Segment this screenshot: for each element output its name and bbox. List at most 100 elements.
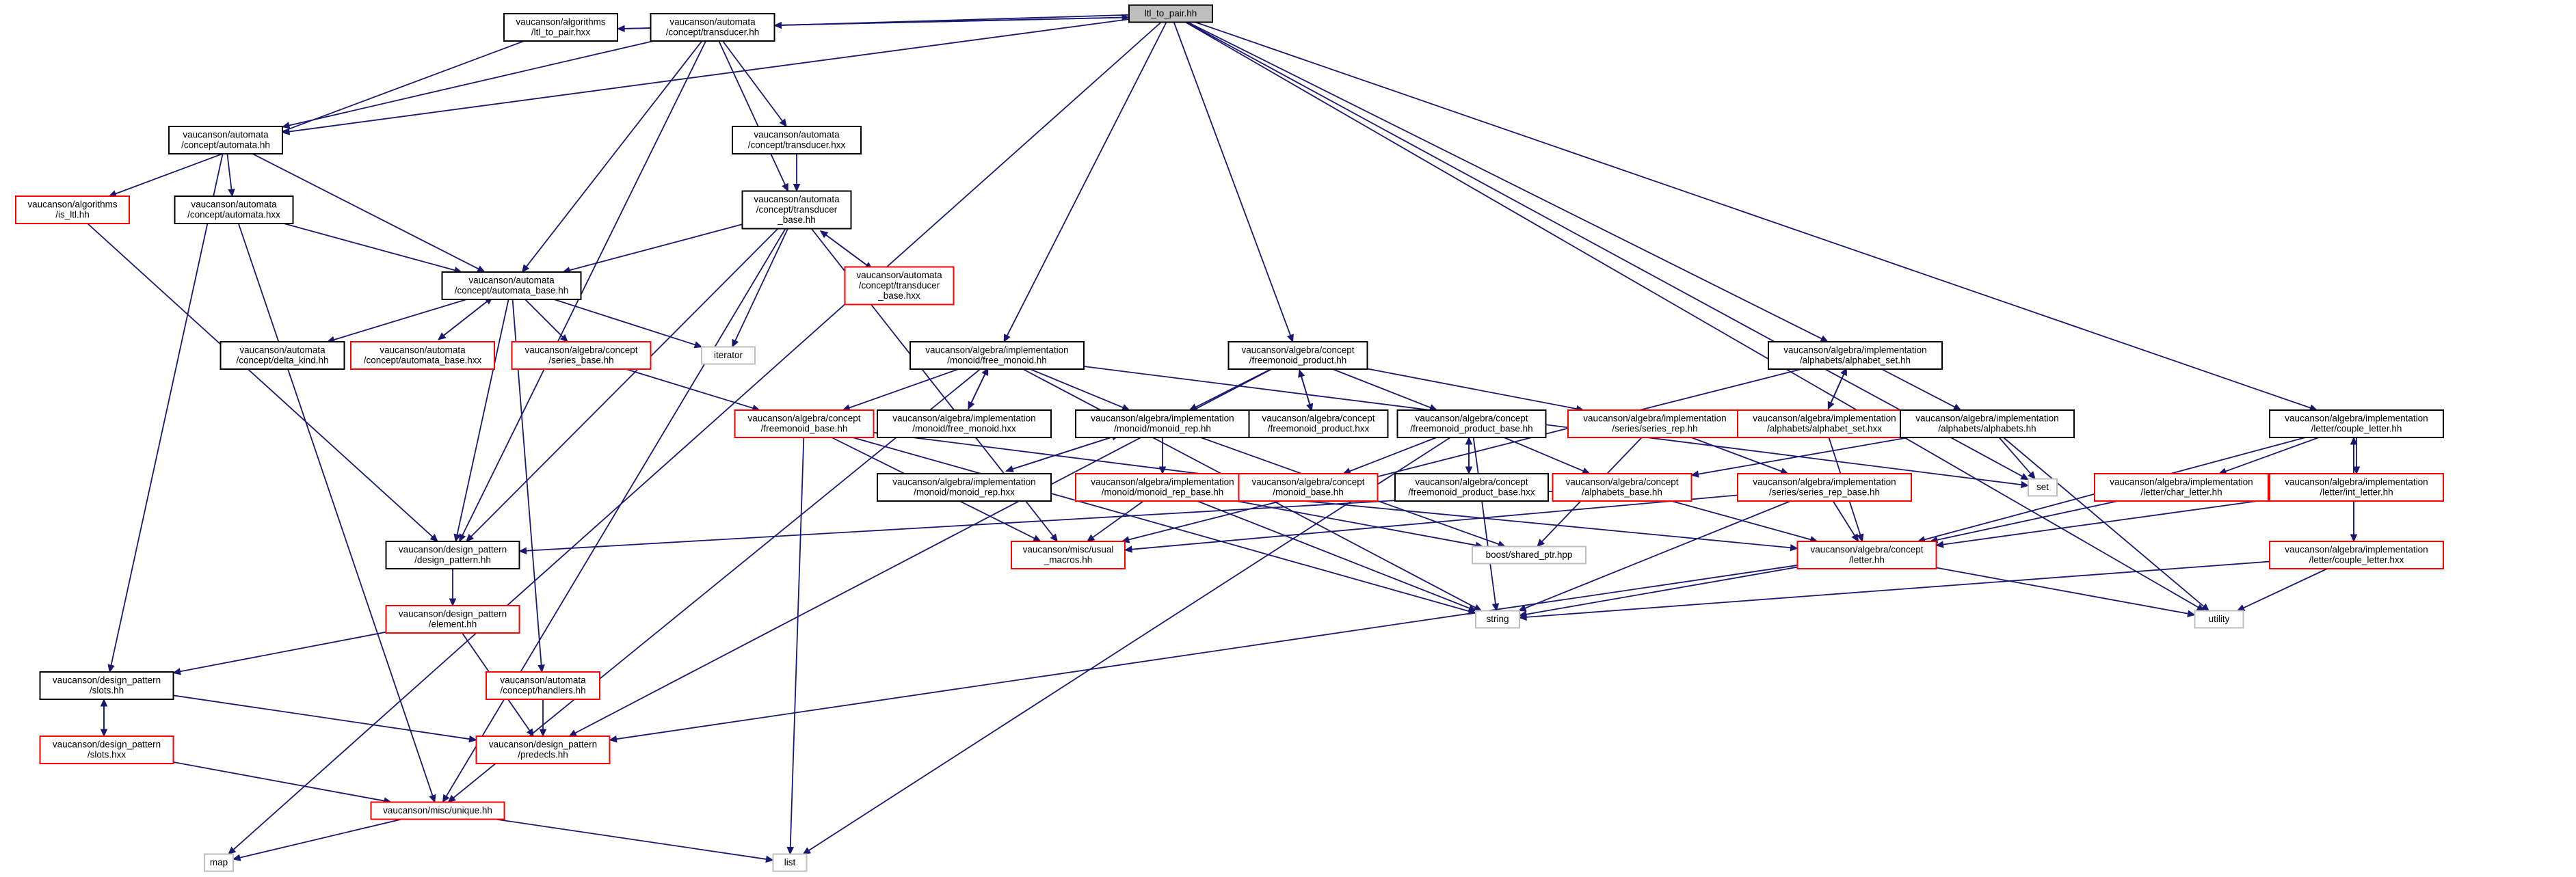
node-impl-monoid-rep-hh[interactable]: vaucanson/algebra/implementation/monoid/… bbox=[1075, 409, 1250, 438]
arrowhead-icon bbox=[2350, 436, 2358, 445]
arrowhead-icon bbox=[100, 698, 108, 707]
node-box bbox=[2194, 610, 2244, 629]
node-concept-freemonoid-base-hh[interactable]: vaucanson/algebra/concept/freemonoid_bas… bbox=[734, 409, 875, 438]
edge-line bbox=[825, 234, 873, 270]
node-box bbox=[2269, 409, 2444, 438]
node-box bbox=[1238, 473, 1379, 502]
node-letter-couple-letter-hh[interactable]: vaucanson/algebra/implementation/letter/… bbox=[2269, 409, 2444, 438]
edge-line bbox=[1195, 368, 1271, 408]
edge-line bbox=[1131, 494, 1738, 550]
node-label-line: vaucanson/misc/usual bbox=[1023, 545, 1114, 555]
edge-concept_alphabets_base_hh-to-design_pattern_hh bbox=[518, 490, 1553, 555]
edge-automata_automata_hh-to-automata_automata_hxx bbox=[226, 153, 235, 198]
node-concept-monoid-base-hh[interactable]: vaucanson/algebra/concept/monoid_base.hh bbox=[1238, 473, 1379, 502]
node-letter-char-letter-hh[interactable]: vaucanson/algebra/implementation/letter/… bbox=[2094, 473, 2269, 502]
node-alphabets-alphabet-set-hh[interactable]: vaucanson/algebra/implementation/alphabe… bbox=[1768, 341, 1943, 370]
edge-line bbox=[1005, 436, 1113, 472]
arrowhead-icon bbox=[453, 533, 461, 543]
node-root[interactable]: ltl_to_pair.hh bbox=[1128, 4, 1213, 23]
node-letter-int-letter-hh[interactable]: vaucanson/algebra/implementation/letter/… bbox=[2269, 473, 2444, 502]
node-box bbox=[741, 190, 852, 230]
arrowhead-icon bbox=[981, 367, 989, 377]
edge-impl_monoid_rep_hxx-to-impl_monoid_rep_hh bbox=[1005, 433, 1120, 472]
node-box bbox=[1075, 473, 1250, 502]
edge-line bbox=[1092, 500, 1144, 538]
edge-line bbox=[1936, 567, 2188, 615]
edge-concept_alphabets_base_hh-to-concept_letter_hh bbox=[1671, 500, 1818, 543]
node-dp-slots-hxx[interactable]: vaucanson/design_pattern/slots.hxx bbox=[39, 736, 174, 764]
node-automata-transducer-base-hh[interactable]: vaucanson/automata/concept/transducer_ba… bbox=[741, 190, 852, 230]
node-automata-automata-hxx[interactable]: vaucanson/automata/concept/automata.hxx bbox=[174, 195, 294, 224]
arrowhead-icon bbox=[1050, 533, 1059, 542]
node-alg-is-ltl-hh[interactable]: vaucanson/algorithms/is_ltl.hh bbox=[15, 195, 130, 224]
node-box bbox=[1475, 610, 1520, 629]
arrowhead-icon bbox=[1468, 604, 1477, 612]
node-label-line: /concept/delta_kind.hh bbox=[236, 355, 328, 366]
node-concept-freemonoid-product-base-hh[interactable]: vaucanson/algebra/concept/freemonoid_pro… bbox=[1396, 409, 1547, 438]
node-label-line: /monoid/free_monoid.hxx bbox=[912, 424, 1016, 434]
node-label-line: /freemonoid_product_base.hxx bbox=[1408, 487, 1535, 498]
edge-misc_unique_hh-to-map bbox=[232, 818, 402, 861]
edge-line bbox=[1128, 368, 1802, 541]
node-alphabets-alphabet-set-hxx[interactable]: vaucanson/algebra/implementation/alphabe… bbox=[1737, 409, 1912, 438]
node-dp-predecls-hh[interactable]: vaucanson/design_pattern/predecls.hh bbox=[475, 736, 611, 764]
node-automata-transducer-hh[interactable]: vaucanson/automata/concept/transducer.hh bbox=[650, 13, 775, 42]
node-label-line: /letter/couple_letter.hxx bbox=[2309, 555, 2404, 565]
node-label-line: /letter/couple_letter.hh bbox=[2311, 424, 2402, 434]
node-impl-monoid-rep-base-hh[interactable]: vaucanson/algebra/implementation/monoid/… bbox=[1075, 473, 1250, 502]
node-design-pattern-hh[interactable]: vaucanson/design_pattern/design_pattern.… bbox=[385, 541, 520, 569]
edge-automata_transducer_base_hh-to-automata_automata_base_hh bbox=[561, 224, 743, 274]
edge-alg_ltl_to_pair_hxx-to-alg_is_ltl_hh bbox=[108, 40, 525, 198]
node-label-line: /alphabets_base.hh bbox=[1582, 487, 1662, 498]
node-impl-monoid-rep-hxx[interactable]: vaucanson/algebra/implementation/monoid/… bbox=[877, 473, 1052, 502]
node-impl-series-rep-base-hh[interactable]: vaucanson/algebra/implementation/series/… bbox=[1737, 473, 1912, 502]
arrowhead-icon bbox=[1003, 334, 1011, 343]
node-label-line: vaucanson/algebra/implementation bbox=[1915, 414, 2058, 424]
node-alg-ltl-to-pair-hxx[interactable]: vaucanson/algorithms/ltl_to_pair.hxx bbox=[503, 13, 618, 42]
edge-line bbox=[1526, 566, 1798, 615]
edge-line bbox=[852, 437, 1470, 612]
node-dp-element-hh[interactable]: vaucanson/design_pattern/element.hh bbox=[385, 605, 520, 634]
node-label-line: vaucanson/design_pattern bbox=[53, 675, 161, 686]
node-label-line: vaucanson/automata bbox=[239, 345, 326, 355]
node-automata-automata-base-hxx[interactable]: vaucanson/automata/concept/automata_base… bbox=[350, 341, 495, 370]
node-misc-usual-macros-hh[interactable]: vaucanson/misc/usual_macros.hh bbox=[1011, 541, 1126, 569]
edge-letter_couple_letter_hh-to-letter_int_letter_hh bbox=[2352, 437, 2361, 475]
edge-line bbox=[173, 694, 470, 740]
node-letter-couple-letter-hxx[interactable]: vaucanson/algebra/implementation/letter/… bbox=[2269, 541, 2444, 569]
node-box bbox=[877, 409, 1052, 438]
node-impl-free-monoid-hh[interactable]: vaucanson/algebra/implementation/monoid/… bbox=[909, 341, 1085, 370]
edge-concept_letter_hh-to-dp_predecls_hh bbox=[609, 565, 1798, 743]
arrowhead-icon bbox=[568, 729, 578, 737]
node-box bbox=[1394, 473, 1549, 502]
arrowhead-icon bbox=[559, 334, 568, 342]
arrowhead-icon bbox=[107, 664, 115, 673]
node-label-line: /series/series_rep.hh bbox=[1612, 424, 1697, 434]
node-algebra-series-base-hh[interactable]: vaucanson/algebra/concept/series_base.hh bbox=[511, 341, 652, 370]
node-automata-transducer-hxx[interactable]: vaucanson/automata/concept/transducer.hx… bbox=[732, 126, 862, 154]
node-impl-series-rep-hh[interactable]: vaucanson/algebra/implementation/series/… bbox=[1567, 409, 1742, 438]
node-alphabets-alphabets-hh[interactable]: vaucanson/algebra/implementation/alphabe… bbox=[1900, 409, 2075, 438]
node-automata-automata-hh[interactable]: vaucanson/automata/concept/automata.hh bbox=[168, 126, 283, 154]
node-set: set bbox=[2028, 478, 2058, 497]
node-automata-delta-kind-hh[interactable]: vaucanson/automata/concept/delta_kind.hh bbox=[220, 341, 345, 370]
node-concept-freemonoid-product-hxx[interactable]: vaucanson/algebra/concept/freemonoid_pro… bbox=[1248, 409, 1389, 438]
node-concept-alphabets-base-hh[interactable]: vaucanson/algebra/concept/alphabets_base… bbox=[1552, 473, 1692, 502]
node-label-line: vaucanson/algebra/concept bbox=[1565, 477, 1678, 487]
edge-line bbox=[1881, 368, 1955, 408]
node-concept-freemonoid-product-base-hxx[interactable]: vaucanson/algebra/concept/freemonoid_pro… bbox=[1394, 473, 1549, 502]
edge-line bbox=[110, 153, 224, 666]
edge-line bbox=[289, 40, 654, 126]
node-label-line: vaucanson/design_pattern bbox=[399, 609, 507, 619]
edge-letter_couple_letter_hh-to-letter_char_letter_hh bbox=[2218, 437, 2320, 475]
node-automata-automata-base-hh[interactable]: vaucanson/automata/concept/automata_base… bbox=[441, 271, 582, 300]
node-box bbox=[732, 126, 862, 154]
node-box bbox=[1472, 545, 1586, 565]
node-impl-free-monoid-hxx[interactable]: vaucanson/algebra/implementation/monoid/… bbox=[877, 409, 1052, 438]
node-automata-transducer-base-hxx[interactable]: vaucanson/automata/concept/transducer_ba… bbox=[844, 266, 955, 306]
node-concept-letter-hh[interactable]: vaucanson/algebra/concept/letter.hh bbox=[1796, 541, 1937, 569]
node-automata-handlers-hh[interactable]: vaucanson/automata/concept/handlers.hh bbox=[486, 671, 600, 700]
node-misc-unique-hh[interactable]: vaucanson/misc/unique.hh bbox=[370, 801, 505, 820]
node-concept-freemonoid-product-hh[interactable]: vaucanson/algebra/concept/freemonoid_pro… bbox=[1227, 341, 1368, 370]
node-dp-slots-hh[interactable]: vaucanson/design_pattern/slots.hh bbox=[39, 671, 174, 700]
